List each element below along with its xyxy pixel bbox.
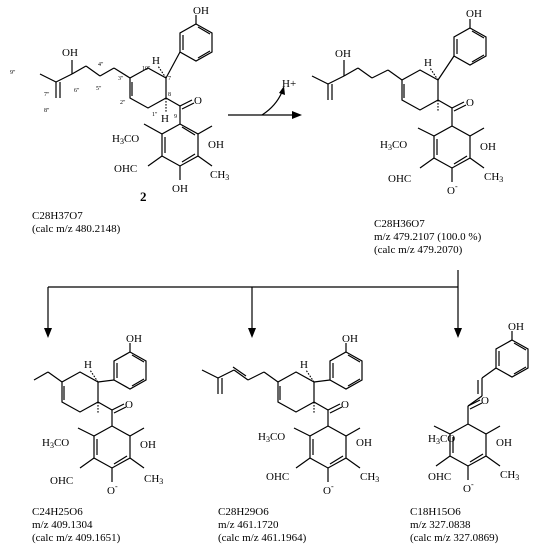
fragment-461-formula: C28H29O6 m/z 461.1720 (calc m/z 461.1964… — [218, 506, 306, 545]
atom-number: 2" — [120, 100, 126, 106]
h-plus-label: H+ — [282, 78, 297, 90]
atom-number: 9 — [174, 114, 177, 120]
structure-fragment-479: OH OH H O H3CO OH OHC CH3 O- — [311, 8, 503, 197]
o-minus-label: O- — [447, 182, 458, 197]
reaction-arrow — [228, 86, 302, 119]
oh-label: OH — [335, 48, 351, 60]
formula-line: C28H29O6 — [218, 506, 269, 518]
atom-number: 8" — [44, 108, 50, 114]
h-label: H — [152, 55, 160, 67]
formula-line: m/z 461.1720 — [218, 519, 279, 531]
atom-number: 8 — [168, 92, 171, 98]
o-label: O — [341, 399, 349, 411]
formula-line: (calc m/z 479.2070) — [374, 244, 463, 256]
fragment-327-formula: C18H15O6 m/z 327.0838 (calc m/z 327.0869… — [410, 506, 498, 545]
compound-2-formula: C28H37O7 (calc m/z 480.2148) — [32, 210, 120, 236]
ohc-label: OHC — [266, 471, 289, 483]
oh-label: OH — [172, 183, 188, 195]
h-label: H — [300, 359, 308, 371]
formula-line: (calc m/z 461.1964) — [218, 532, 307, 544]
h3co-label: H3CO — [42, 437, 69, 450]
atom-number: 1" — [152, 112, 158, 118]
h-label: H — [424, 57, 432, 69]
formula-line: m/z 327.0838 — [410, 519, 471, 531]
oh-label: OH — [193, 5, 209, 17]
structure-fragment-461: OH H O H3CO OH OHC CH3 O- — [201, 333, 379, 497]
structure-compound-2: OH OH H H O H3CO OH OHC — [39, 5, 229, 195]
oh-label: OH — [356, 437, 372, 449]
oh-label: OH — [508, 321, 524, 333]
formula-line: (calc m/z 480.2148) — [32, 223, 121, 235]
h3co-label: H3CO — [428, 433, 455, 446]
h-label: H — [84, 359, 92, 371]
ohc-label: OHC — [114, 163, 137, 175]
oh-label: OH — [62, 47, 78, 59]
o-label: O — [194, 95, 202, 107]
formula-line: m/z 479.2107 (100.0 %) — [374, 231, 482, 243]
h3co-label: H3CO — [380, 139, 407, 152]
ohc-label: OHC — [388, 173, 411, 185]
compound-2-label: 2 — [140, 189, 147, 204]
oh-label: OH — [342, 333, 358, 345]
o-minus-label: O- — [463, 480, 474, 495]
atom-number: 9" — [10, 70, 16, 76]
oh-label: OH — [140, 439, 156, 451]
o-label: O — [125, 399, 133, 411]
ohc-label: OHC — [428, 471, 451, 483]
h-label: H — [161, 113, 169, 125]
branch-arrows — [44, 270, 462, 338]
ch3-label: CH3 — [484, 171, 503, 184]
fragment-479-formula: C28H36O7 m/z 479.2107 (100.0 %) (calc m/… — [374, 218, 481, 257]
atom-number: 10" — [142, 66, 151, 72]
h3co-label: H3CO — [258, 431, 285, 444]
ch3-label: CH3 — [360, 471, 379, 484]
atom-number: 7 — [168, 76, 171, 82]
ch3-label: CH3 — [210, 169, 229, 182]
formula-line: C28H37O7 — [32, 210, 83, 222]
ohc-label: OHC — [50, 475, 73, 487]
oh-label: OH — [126, 333, 142, 345]
oh-label: OH — [466, 8, 482, 20]
formula-line: C18H15O6 — [410, 506, 461, 518]
atom-number: 7" — [44, 92, 50, 98]
oh-label: OH — [496, 437, 512, 449]
h3co-label: H3CO — [112, 133, 139, 146]
ch3-label: CH3 — [500, 469, 519, 482]
atom-number: 6" — [74, 88, 80, 94]
oh-label: OH — [208, 139, 224, 151]
formula-line: m/z 409.1304 — [32, 519, 93, 531]
ch3-label: CH3 — [144, 473, 163, 486]
atom-number: 4" — [98, 62, 104, 68]
formula-line: C28H36O7 — [374, 218, 425, 230]
formula-line: (calc m/z 327.0869) — [410, 532, 499, 544]
o-minus-label: O- — [323, 482, 334, 497]
structure-fragment-327: OH O H3CO OH OHC CH3 O- — [428, 321, 529, 495]
atom-number: 5" — [96, 86, 102, 92]
atom-number: 3" — [118, 76, 124, 82]
formula-line: C24H25O6 — [32, 506, 83, 518]
o-label: O — [481, 395, 489, 407]
structure-fragment-409: OH H O H3CO OH OHC CH3 O- — [33, 333, 163, 497]
oh-label: OH — [480, 141, 496, 153]
atom-numbers: 9" 7" 8" 6" 5" 4" 3" 2" 1" 10" 7 8 9 — [10, 62, 177, 120]
o-minus-label: O- — [107, 482, 118, 497]
formula-line: (calc m/z 409.1651) — [32, 532, 121, 544]
o-label: O — [466, 97, 474, 109]
fragment-409-formula: C24H25O6 m/z 409.1304 (calc m/z 409.1651… — [32, 506, 120, 545]
